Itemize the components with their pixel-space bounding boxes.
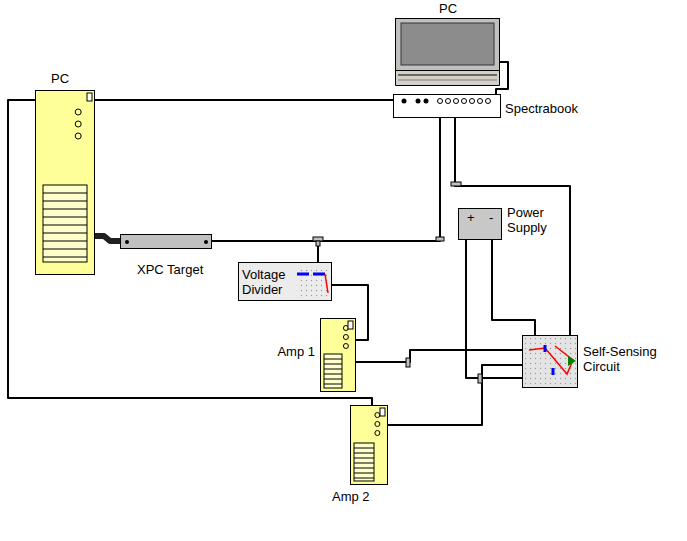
breadboard-box: Voltage Divider bbox=[238, 262, 332, 301]
node-label: PC bbox=[51, 71, 69, 86]
breadboard-circuit-drawing bbox=[523, 336, 579, 389]
node-label: Voltage Divider bbox=[242, 267, 296, 297]
xpc-target-bar: XPC Target bbox=[120, 234, 212, 249]
node-label: XPC Target bbox=[137, 262, 203, 277]
node-label: Amp 1 bbox=[277, 344, 315, 359]
tower-pc-drawing bbox=[35, 90, 95, 275]
tower-pc: PC bbox=[35, 90, 95, 275]
wire bbox=[212, 241, 318, 262]
wire bbox=[492, 240, 535, 335]
power-supply-box: +-Power Supply bbox=[458, 208, 502, 240]
laptop-pc: PC bbox=[395, 18, 500, 86]
wire bbox=[212, 118, 440, 241]
node-label: PC bbox=[439, 1, 457, 16]
node-label: Spectrabook bbox=[505, 101, 578, 116]
wire bbox=[455, 118, 570, 335]
amplifier-unit: Amp 2 bbox=[350, 405, 388, 485]
wire bbox=[388, 365, 522, 425]
xpc-target-bar-drawing bbox=[121, 235, 213, 250]
amplifier-unit-drawing bbox=[350, 405, 388, 485]
spectrabook-box-drawing bbox=[394, 95, 502, 119]
breadboard-circuit: Self-Sensing Circuit bbox=[522, 335, 578, 388]
node-label: Amp 2 bbox=[332, 489, 370, 504]
wire bbox=[466, 240, 522, 378]
amplifier-unit: Amp 1 bbox=[320, 318, 356, 392]
node-label: + bbox=[467, 210, 475, 225]
amplifier-unit-drawing bbox=[320, 318, 356, 392]
node-label: Self-Sensing Circuit bbox=[583, 344, 669, 374]
spectrabook-box: Spectrabook bbox=[393, 94, 501, 118]
wire bbox=[356, 350, 522, 362]
laptop-pc-drawing bbox=[395, 18, 500, 86]
cable bbox=[95, 236, 120, 241]
node-label: - bbox=[489, 210, 493, 225]
node-label: Power Supply bbox=[507, 205, 563, 235]
